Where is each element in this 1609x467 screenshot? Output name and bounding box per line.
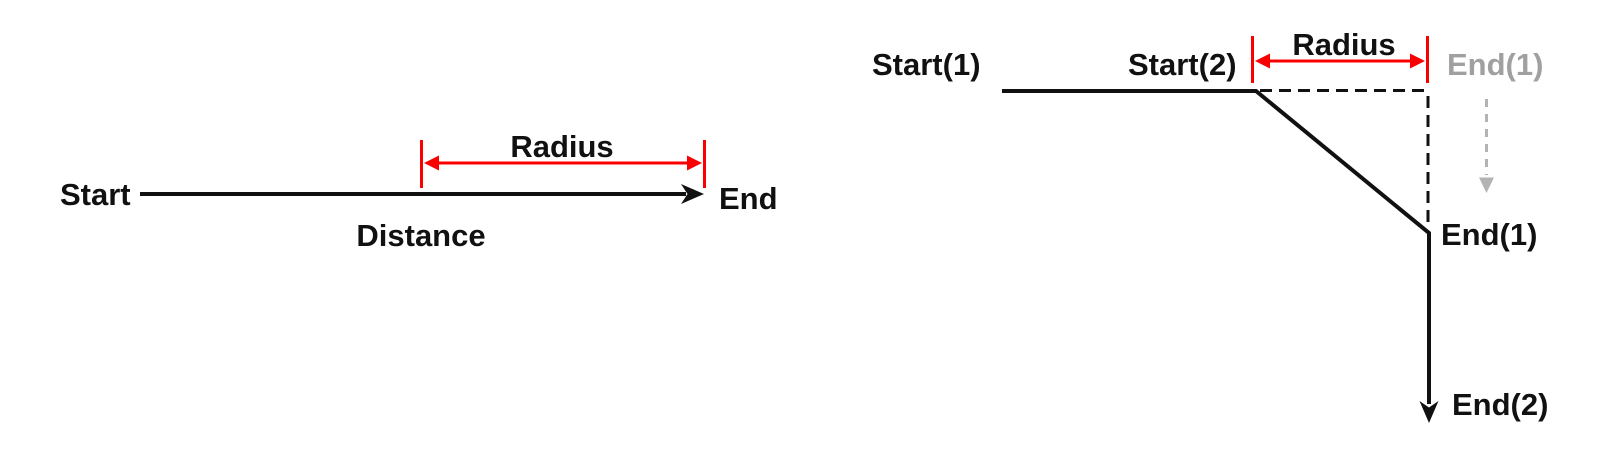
start2-label: Start(2) — [1128, 47, 1237, 82]
distance-label: Distance — [356, 218, 485, 253]
distance-arrowhead-icon — [681, 184, 704, 204]
ghost-arrowhead-icon — [1479, 177, 1494, 193]
left-diagram: Start End Radius Distance — [60, 129, 778, 253]
start1-label: Start(1) — [872, 47, 981, 82]
end1-ghost-label: End(1) — [1447, 47, 1543, 82]
route-arrowhead-icon — [1419, 401, 1439, 423]
radius-label: Radius — [510, 129, 613, 164]
radius-arrowhead-left-icon — [1255, 53, 1270, 69]
radius-arrowhead-left-icon — [424, 155, 439, 171]
right-diagram: Start(1) Start(2) Radius End(1) End(1) E… — [872, 27, 1548, 423]
radius-label: Radius — [1292, 27, 1395, 62]
start-label: Start — [60, 177, 131, 212]
end2-label: End(2) — [1452, 387, 1548, 422]
radius-arrowhead-right-icon — [1410, 53, 1425, 69]
radius-arrowhead-right-icon — [687, 155, 702, 171]
route-path — [1002, 89, 1431, 404]
end1-label: End(1) — [1441, 217, 1537, 252]
end-label: End — [719, 181, 778, 216]
